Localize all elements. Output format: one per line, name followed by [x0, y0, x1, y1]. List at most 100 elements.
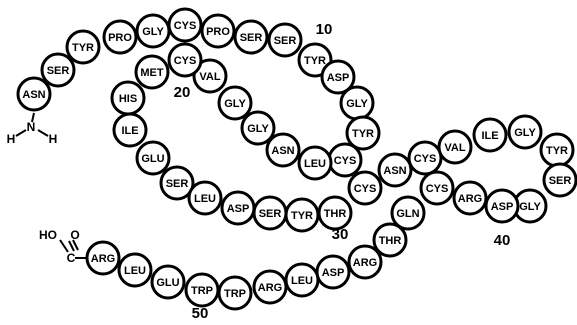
residue-label: PRO [206, 26, 230, 38]
residue-13: TYR [345, 115, 381, 151]
residue-label: CYS [174, 55, 197, 67]
residue-4: PRO [102, 19, 138, 55]
residue-25: SER [159, 165, 195, 201]
residue-7: PRO [200, 13, 236, 49]
residue-circle [112, 112, 148, 148]
residue-31: CYS [347, 170, 383, 206]
residue-circle [16, 76, 52, 112]
residue-label: ARG [353, 257, 377, 269]
residue-circle [542, 162, 577, 198]
residue-circle [345, 115, 381, 151]
residue-circle [297, 145, 333, 181]
residue-circle [407, 140, 443, 176]
residue-12: GLY [339, 85, 375, 121]
residue-circle [187, 180, 223, 216]
residue-9: SER [267, 22, 303, 58]
residue-circle [240, 110, 276, 146]
residue-circle [507, 114, 543, 150]
residue-5: GLY [135, 13, 171, 49]
c-terminus-carbon: C [67, 251, 76, 265]
residue-label: SER [549, 175, 572, 187]
residue-number-10: 10 [316, 21, 333, 38]
residue-number-labels: 10 20 30 40 50 [174, 21, 511, 322]
residue-circle [347, 170, 383, 206]
n-terminus-hydrogen-left: H [7, 132, 16, 146]
residue-number-20: 20 [174, 84, 191, 101]
residue-20: CYS [167, 42, 203, 78]
residue-18: GLY [217, 85, 253, 121]
residue-46: ASP [315, 254, 351, 290]
residue-3: TYR [65, 29, 101, 65]
residue-22: HIS [110, 80, 146, 116]
residue-label: TYR [304, 55, 326, 67]
residue-label: LEU [124, 265, 146, 277]
residue-circle [390, 195, 426, 231]
residue-circle [419, 170, 455, 206]
residue-label: SER [274, 35, 297, 47]
residue-label: GLY [514, 127, 536, 139]
residue-48: ARG [252, 269, 288, 305]
n-terminus-nitrogen: N [27, 120, 36, 134]
residue-37: TYR [539, 132, 575, 168]
residue-40: ASP [484, 188, 520, 224]
residue-label: ASP [227, 203, 250, 215]
residue-circle [484, 188, 520, 224]
residue-label: ASN [271, 145, 294, 157]
residue-circle [40, 52, 76, 88]
residue-label: TYR [291, 210, 313, 222]
residue-label: TYR [546, 145, 568, 157]
residue-49: TRP [217, 275, 253, 311]
residue-circle [167, 42, 203, 78]
residue-circle [472, 117, 508, 153]
residue-28: SER [252, 195, 288, 231]
residue-26: LEU [187, 180, 223, 216]
residue-label: CYS [334, 155, 357, 167]
residue-circle [377, 152, 413, 188]
residue-50: TRP [184, 272, 220, 308]
residue-label: SER [259, 208, 282, 220]
residue-label: GLY [247, 123, 269, 135]
residue-11: ASP [320, 59, 356, 95]
residue-label: SER [240, 32, 263, 44]
residue-label: PRO [108, 32, 132, 44]
residue-circle [167, 7, 203, 43]
residue-label: TYR [72, 42, 94, 54]
residue-27: ASP [220, 190, 256, 226]
residue-circle [233, 19, 269, 55]
residue-circle [102, 19, 138, 55]
residue-15: LEU [297, 145, 333, 181]
residue-29: TYR [284, 197, 320, 233]
residue-label: GLY [346, 98, 368, 110]
residue-51: GLU [150, 264, 186, 300]
residue-label: ILE [481, 130, 498, 142]
residue-43: GLN [390, 195, 426, 231]
residue-label: CYS [426, 183, 449, 195]
residue-circle [192, 58, 228, 94]
residue-label: CYS [174, 20, 197, 32]
residue-label: GLU [156, 277, 179, 289]
residue-label: ASP [322, 267, 345, 279]
residue-19: VAL [192, 58, 228, 94]
residue-label: ASN [383, 165, 406, 177]
residue-label: ILE [121, 125, 138, 137]
residue-label: ASN [22, 89, 45, 101]
residue-circle [85, 240, 121, 276]
residue-34: VAL [437, 129, 473, 165]
residue-label: LEU [194, 193, 216, 205]
residue-52: LEU [117, 252, 153, 288]
residue-8: SER [233, 19, 269, 55]
residue-45: ARG [347, 244, 383, 280]
residue-label: GLY [224, 98, 246, 110]
residue-circle [317, 195, 353, 231]
residue-33: CYS [407, 140, 443, 176]
residue-circle [184, 272, 220, 308]
residue-label: HIS [119, 93, 137, 105]
residue-circle [347, 244, 383, 280]
residue-label: CYS [414, 153, 437, 165]
residue-label: ARG [258, 282, 282, 294]
residue-label: THR [324, 208, 347, 220]
residue-circle [265, 132, 301, 168]
residue-circle [150, 264, 186, 300]
n-terminus-hydrogen-right: H [49, 132, 58, 146]
residue-label: TRP [191, 285, 213, 297]
